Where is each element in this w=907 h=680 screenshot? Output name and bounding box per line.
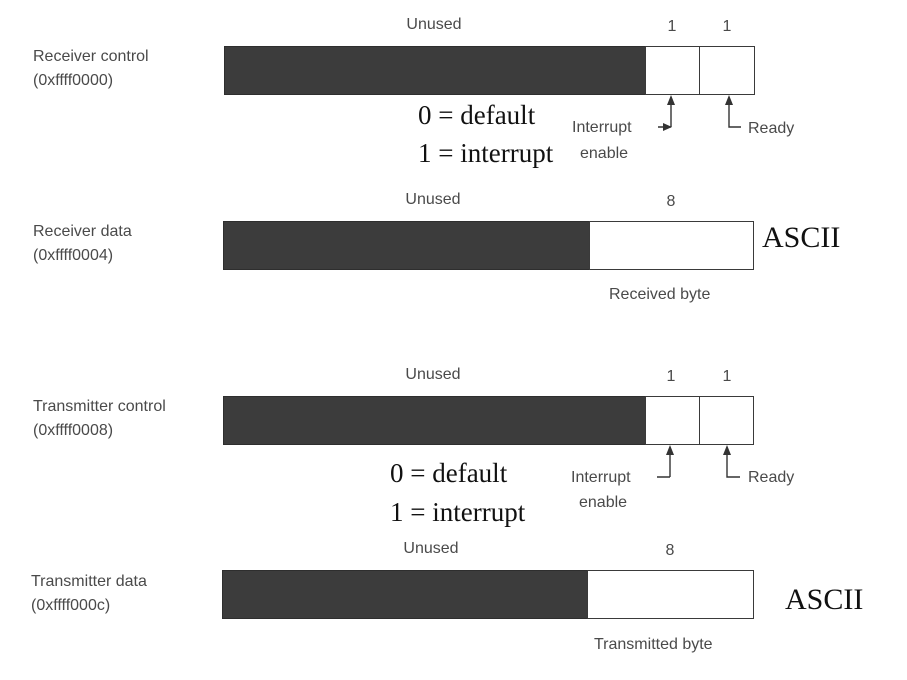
bit-width-label: 1 — [667, 18, 677, 35]
ready-arrowhead — [723, 445, 731, 455]
register-address: (0xffff000c) — [31, 597, 111, 614]
interrupt-enable-arrowhead — [667, 95, 675, 105]
interrupt-enable-label: Interrupt — [572, 119, 632, 136]
ready-label: Ready — [748, 469, 795, 486]
ready-label: Ready — [748, 120, 795, 137]
interrupt-enable-pointer — [658, 98, 671, 127]
interrupt-enable-arrowhead — [666, 445, 674, 455]
interrupt-enable-bit — [645, 46, 700, 95]
register-name: Receiver control — [33, 48, 149, 65]
transmitted-byte-field — [587, 570, 754, 619]
ready-pointer — [728, 98, 741, 128]
handwritten-note: 1 = interrupt — [418, 138, 554, 168]
ready-arrowhead — [725, 95, 733, 105]
bit-width-label: 1 — [666, 368, 676, 385]
register-address: (0xffff0000) — [33, 72, 114, 89]
encoding-note: ASCII — [785, 583, 864, 616]
register-address: (0xffff0004) — [33, 247, 114, 264]
unused-label: Unused — [406, 16, 462, 33]
unused-bits-field — [224, 46, 646, 95]
ready-bit — [699, 396, 754, 445]
interrupt-enable-label: Interrupt — [571, 469, 631, 486]
interrupt-enable-label: enable — [580, 145, 629, 162]
register-name: Transmitter data — [31, 573, 147, 590]
bit-width-label: 1 — [722, 368, 732, 385]
interrupt-enable-pointer — [657, 448, 671, 478]
unused-label: Unused — [405, 366, 461, 383]
byte-width-label: 8 — [666, 193, 676, 210]
unused-label: Unused — [405, 191, 461, 208]
handwritten-note: 1 = interrupt — [390, 497, 526, 527]
bit-width-label: 1 — [722, 18, 732, 35]
register-name: Receiver data — [33, 223, 132, 240]
received-byte-field — [589, 221, 754, 270]
unused-bits-field — [222, 570, 588, 619]
interrupt-enable-label: enable — [579, 494, 628, 511]
unused-bits-field — [223, 396, 646, 445]
register-name: Transmitter control — [33, 398, 166, 415]
byte-width-label: 8 — [665, 542, 675, 559]
transmitted-byte-label: Transmitted byte — [594, 636, 713, 653]
interrupt-enable-bit — [645, 396, 700, 445]
handwritten-note: 0 = default — [390, 458, 508, 488]
ready-pointer — [726, 448, 740, 478]
register-address: (0xffff0008) — [33, 422, 114, 439]
received-byte-label: Received byte — [609, 286, 711, 303]
ready-bit — [699, 46, 755, 95]
unused-bits-field — [223, 221, 590, 270]
unused-label: Unused — [403, 540, 459, 557]
handwritten-note: 0 = default — [418, 100, 536, 130]
encoding-note: ASCII — [762, 221, 841, 254]
